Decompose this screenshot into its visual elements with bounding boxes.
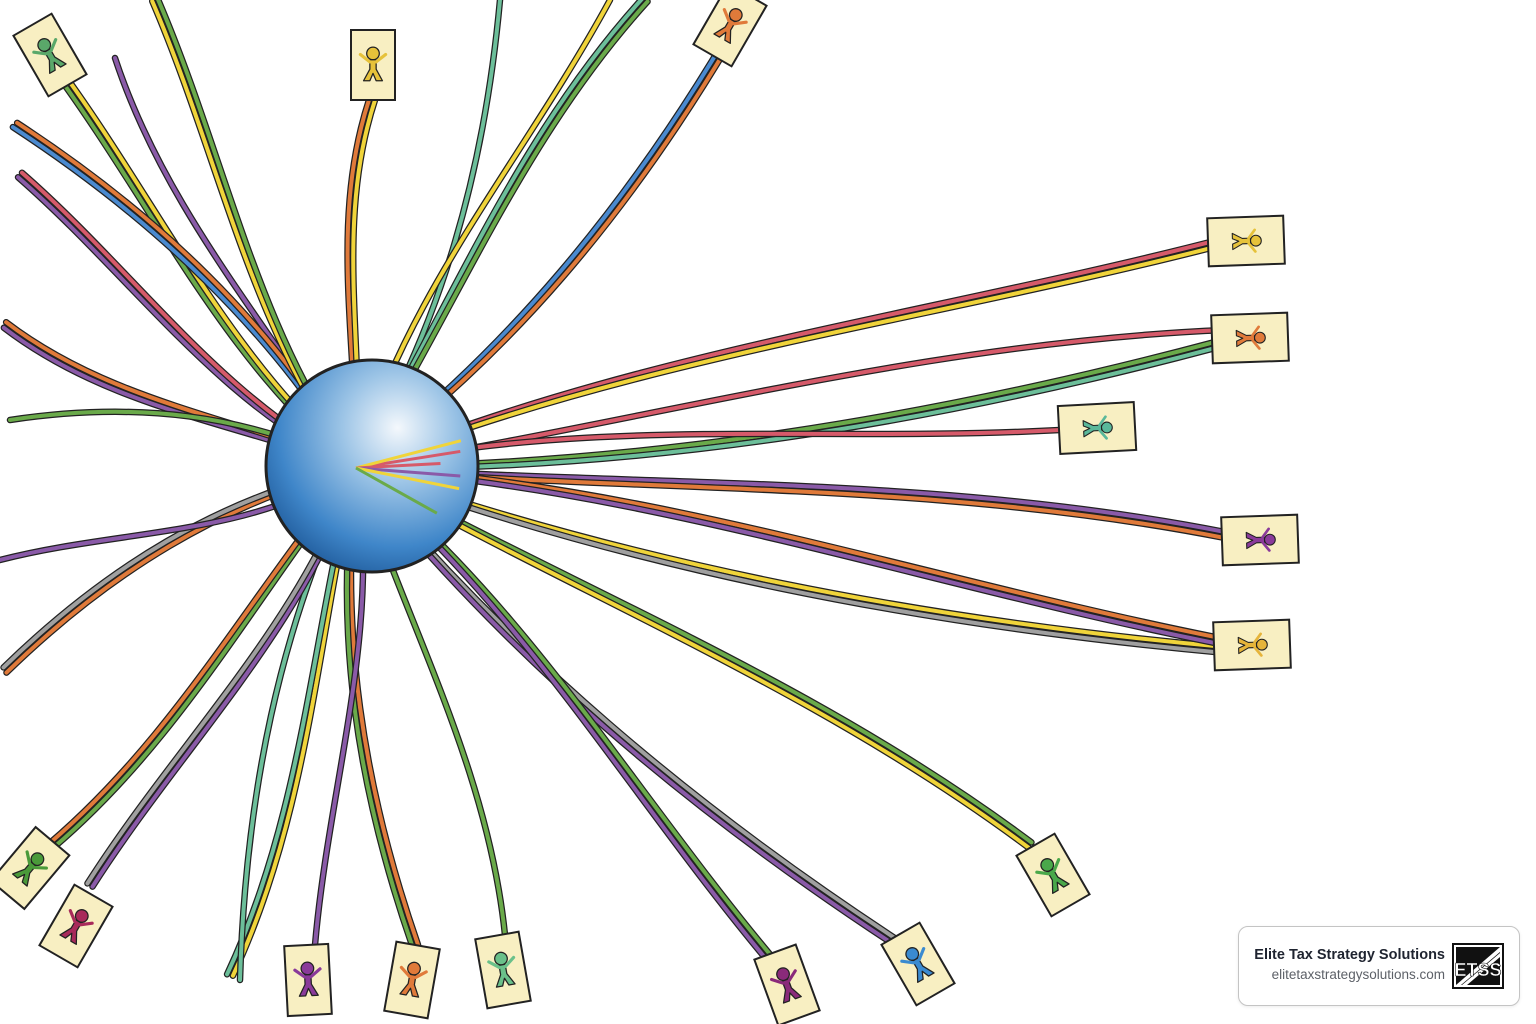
person-figure-icon (1235, 325, 1266, 350)
brand-text: Elite Tax Strategy Solutions elitetaxstr… (1254, 945, 1445, 985)
person-body (1245, 531, 1266, 550)
connection-wires (0, 0, 1235, 984)
person-figure-icon (713, 8, 748, 44)
person-arms (1247, 228, 1257, 253)
person-card-right-2 (1210, 311, 1290, 365)
person-card-bottom-2 (474, 930, 532, 1010)
person-arms (399, 965, 428, 980)
person-card-top-left (12, 12, 88, 98)
person-card-bottom-3 (383, 940, 441, 1020)
wire-front (355, 461, 441, 470)
person-head (1249, 234, 1262, 247)
person-head (300, 961, 315, 976)
person-body (12, 861, 37, 887)
wire-front (355, 466, 460, 491)
person-body (912, 957, 935, 983)
person-figure-icon (32, 38, 67, 74)
person-figure-icon (1082, 415, 1113, 440)
person-arms (358, 52, 388, 64)
person-arms (25, 850, 48, 870)
person-card-right-3 (1056, 400, 1138, 456)
person-body (399, 973, 420, 998)
person-body (781, 978, 802, 1004)
person-figure-icon (900, 947, 935, 983)
person-arms (1253, 632, 1263, 657)
wire (353, 466, 1227, 655)
person-body (1047, 868, 1070, 894)
person-card-right-5 (1212, 618, 1292, 672)
wire (354, 240, 1233, 471)
person-cards (0, 0, 1300, 1024)
person-head (1100, 421, 1113, 434)
person-body (1082, 420, 1103, 438)
brand-card[interactable]: Elite Tax Strategy Solutions elitetaxstr… (1238, 926, 1520, 1006)
person-arms (32, 38, 58, 56)
brand-logo-text: ETSS (1454, 960, 1501, 980)
wire (353, 466, 1217, 645)
person-arms (900, 947, 926, 965)
person-body (44, 48, 67, 74)
person-head (1263, 533, 1276, 546)
person-arms (1251, 325, 1261, 350)
wire-outline (352, 465, 1228, 657)
wire (354, 465, 1218, 640)
person-card-bottom-left-1 (38, 883, 114, 969)
person-figure-icon (59, 909, 94, 945)
person-arms (722, 8, 748, 26)
person-arms (1261, 527, 1271, 552)
person-card-bottom-right-1 (1015, 832, 1091, 918)
person-arms (293, 967, 322, 979)
person-body (495, 963, 516, 988)
wire-front (355, 449, 461, 470)
person-card-bottom-1 (753, 943, 821, 1024)
person-card-bottom-left-2 (0, 825, 71, 911)
person-arms (487, 955, 516, 970)
person-card-top-right (692, 0, 768, 68)
globe-hub (264, 358, 480, 574)
person-card-bottom-4 (283, 942, 333, 1018)
wire (354, 465, 1228, 650)
person-figure-icon (487, 951, 516, 988)
wire (353, 235, 1232, 470)
brand-url[interactable]: elitetaxstrategysolutions.com (1271, 967, 1445, 982)
person-figure-icon (358, 46, 388, 82)
person-head (366, 46, 380, 61)
person-card-right-4 (1220, 513, 1300, 567)
person-arms (1098, 415, 1108, 440)
person-figure-icon (1035, 858, 1070, 894)
person-body (59, 919, 82, 945)
person-figure-icon (1231, 228, 1262, 253)
person-figure-icon (1237, 632, 1268, 657)
person-figure-icon (12, 850, 48, 887)
person-head (1253, 331, 1266, 344)
person-card-right-1 (1206, 214, 1286, 268)
wire-front (355, 466, 461, 478)
person-arms (68, 909, 94, 927)
person-card-top (350, 29, 396, 101)
person-body (362, 59, 384, 82)
wire (354, 345, 1218, 471)
person-card-bottom-right-2 (880, 921, 956, 1007)
person-figure-icon (293, 961, 322, 997)
wire (354, 465, 1228, 535)
person-body (1231, 232, 1252, 251)
person-body (1237, 636, 1258, 655)
person-body (1235, 329, 1256, 348)
person-body (713, 18, 736, 44)
person-arms (769, 969, 797, 985)
brand-name: Elite Tax Strategy Solutions (1254, 947, 1445, 963)
person-figure-icon (769, 967, 802, 1004)
person-body (298, 973, 319, 997)
wire-front (355, 466, 438, 515)
person-arms (1035, 858, 1061, 876)
brand-logo-icon: ETSS (1452, 943, 1504, 989)
person-head (1255, 638, 1268, 651)
person-figure-icon (399, 961, 428, 998)
person-figure-icon (1245, 527, 1276, 552)
wire-front (355, 439, 462, 470)
